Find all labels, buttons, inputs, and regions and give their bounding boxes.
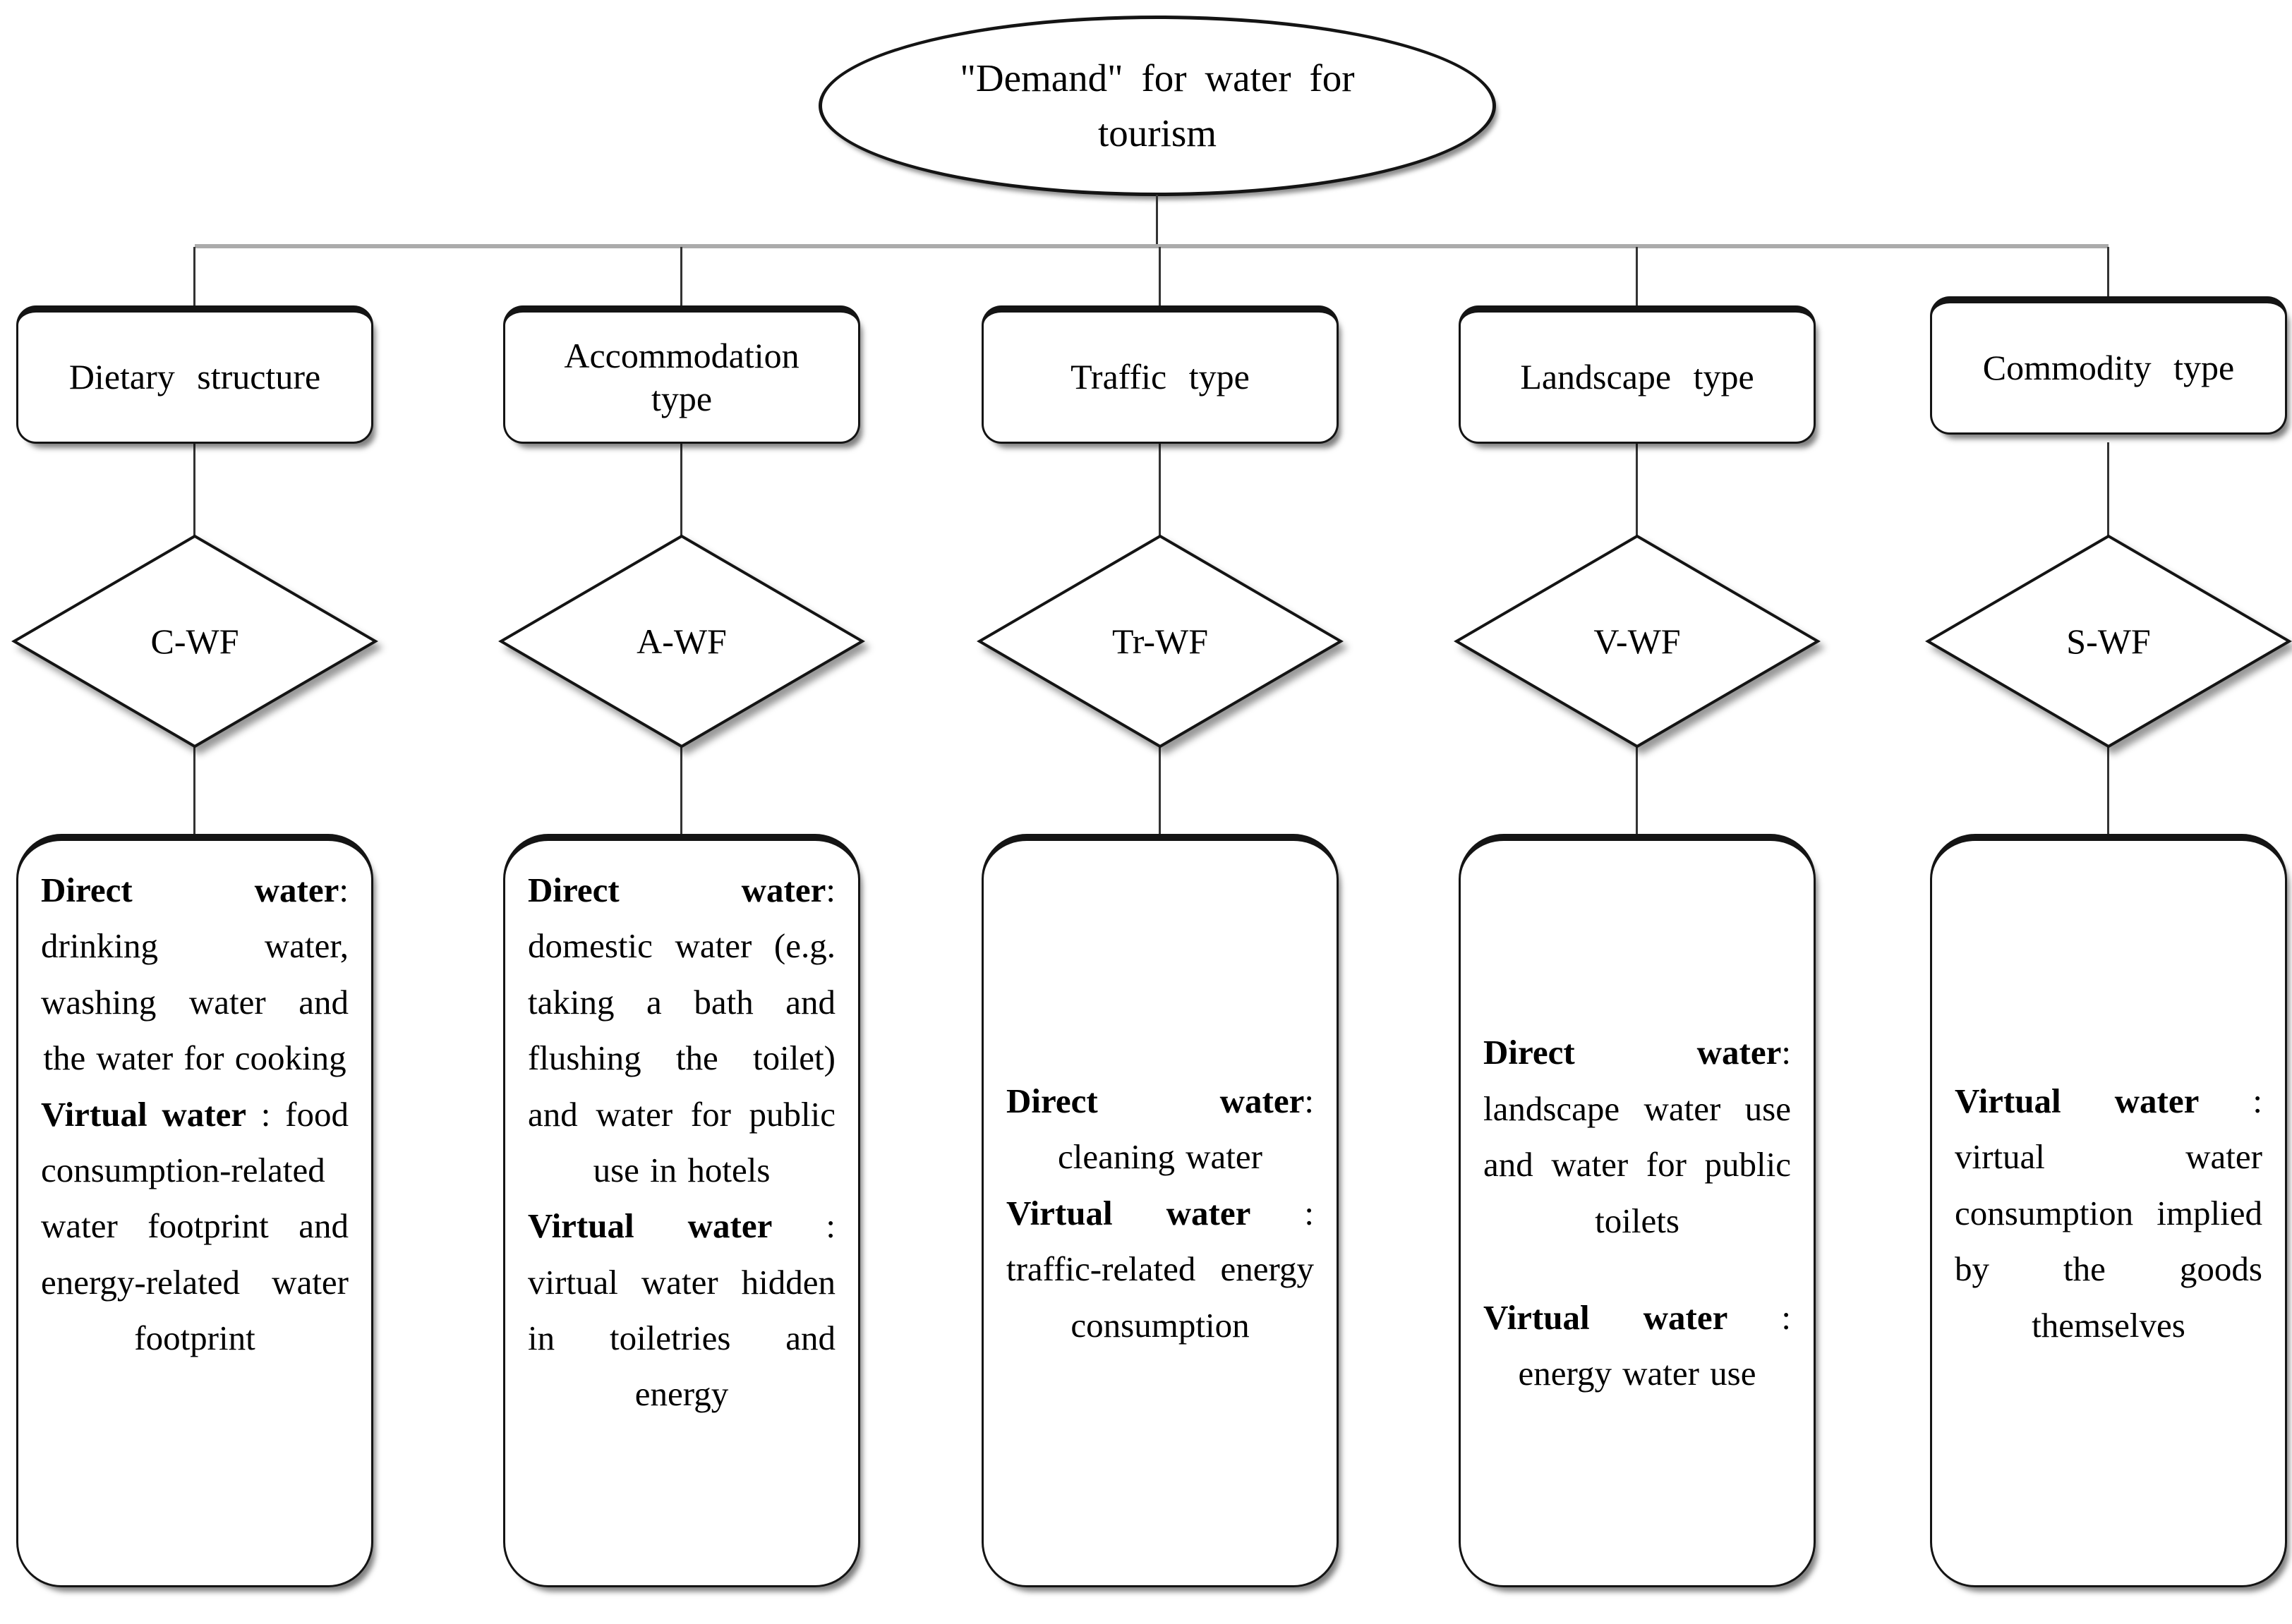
virtual-water-label: Virtual water [1955, 1081, 2200, 1121]
diamond-shape-icon [11, 534, 378, 749]
entry-virtual-traffic: Virtual water : traffic-related energy c… [1006, 1185, 1314, 1353]
diamond-shape-icon [498, 534, 865, 749]
diamond-label-awf: A-WF [637, 622, 727, 661]
wf-diamond-trwf: Tr-WF [977, 533, 1344, 749]
diamond-label-vwf: V-WF [1593, 622, 1681, 661]
direct-water-label: Direct water [41, 871, 339, 909]
connector-drop-landscape [1636, 247, 1638, 307]
category-box-commodity: Commodity type [1930, 296, 2287, 435]
category-box-dietary: Dietary structure [16, 305, 373, 444]
virtual-water-label: Virtual water [1483, 1297, 1728, 1337]
root-label: "Demand" for water for tourism [960, 56, 1355, 154]
virtual-water-text: : traffic-related energy consumption [1006, 1193, 1314, 1345]
diamond-shape-icon [1454, 534, 1821, 749]
category-label-dietary: Dietary structure [68, 357, 321, 396]
connector-drop-accommodation [680, 247, 682, 307]
direct-water-text: : cleaning water [1058, 1081, 1314, 1177]
diamond-shape-icon [1925, 534, 2292, 749]
entry-direct-dietary: Direct water: drinking water, washing wa… [41, 862, 349, 1086]
category-label-commodity: Commodity type [1982, 348, 2235, 387]
direct-water-label: Direct water [1483, 1033, 1782, 1072]
connector-rect-diamond-dietary [193, 442, 195, 535]
connector-drop-commodity [2107, 247, 2109, 307]
wf-diamond-swf: S-WF [1925, 533, 2292, 749]
entry-virtual-landscape: Virtual water : energy water use [1483, 1290, 1791, 1402]
connector-drop-traffic [1159, 247, 1161, 307]
connector-horizontal-bus [195, 244, 2109, 248]
wf-diamond-awf: A-WF [498, 533, 865, 749]
category-label-landscape: Landscape type [1520, 357, 1754, 396]
direct-water-text: : drinking water, washing water and the … [41, 871, 349, 1078]
connector-drop-dietary [193, 247, 195, 307]
diamond-label-cwf: C-WF [150, 622, 239, 661]
detail-box-landscape: Direct water: landscape water use and wa… [1459, 834, 1816, 1587]
virtual-water-text: : virtual water consumption implied by t… [1955, 1081, 2262, 1345]
virtual-water-text: : food consumption-related water footpri… [41, 1094, 349, 1358]
diamond-label-swf: S-WF [2066, 622, 2151, 661]
wf-diamond-vwf: V-WF [1454, 533, 1821, 749]
diamond-label-trwf: Tr-WF [1111, 622, 1209, 661]
category-label-traffic: Traffic type [1070, 357, 1250, 396]
detail-box-accommodation: Direct water: domestic water (e.g. takin… [503, 834, 860, 1587]
entry-virtual-dietary: Virtual water : food consumption-related… [41, 1086, 349, 1367]
category-box-landscape: Landscape type [1459, 305, 1816, 444]
virtual-water-text: : energy water use [1518, 1297, 1791, 1393]
diamond-shape-icon [977, 534, 1344, 749]
wf-diamond-cwf: C-WF [11, 533, 378, 749]
direct-water-text: : domestic water (e.g. taking a bath and… [528, 871, 836, 1189]
category-box-traffic: Traffic type [982, 305, 1339, 444]
connector-rect-diamond-commodity [2107, 442, 2109, 535]
virtual-water-label: Virtual water [1006, 1193, 1251, 1232]
direct-water-label: Direct water [528, 871, 826, 909]
detail-box-traffic: Direct water: cleaning water Virtual wat… [982, 834, 1339, 1587]
category-label-accommodation: Accommodation type [564, 335, 800, 418]
direct-water-label: Direct water [1006, 1081, 1305, 1121]
direct-water-text: : landscape water use and water for publ… [1483, 1033, 1791, 1240]
category-box-accommodation: Accommodation type [503, 305, 860, 444]
connector-diamond-box-landscape [1636, 746, 1638, 834]
virtual-water-label: Virtual water [41, 1094, 247, 1134]
root-ellipse: "Demand" for water for tourism [819, 16, 1496, 196]
connector-diamond-box-commodity [2107, 746, 2109, 834]
entry-direct-traffic: Direct water: cleaning water [1006, 1073, 1314, 1185]
virtual-water-text: : virtual water hidden in toiletries and… [528, 1206, 836, 1414]
connector-root-stub [1156, 195, 1158, 246]
detail-box-dietary: Direct water: drinking water, washing wa… [16, 834, 373, 1587]
connector-diamond-box-dietary [193, 746, 195, 834]
connector-diamond-box-traffic [1159, 746, 1161, 834]
entry-direct-landscape: Direct water: landscape water use and wa… [1483, 1024, 1791, 1249]
entry-virtual-commodity: Virtual water : virtual water consumptio… [1955, 1073, 2262, 1353]
entry-direct-accommodation: Direct water: domestic water (e.g. takin… [528, 862, 836, 1198]
entry-virtual-accommodation: Virtual water : virtual water hidden in … [528, 1198, 836, 1422]
connector-rect-diamond-landscape [1636, 442, 1638, 535]
connector-rect-diamond-accommodation [680, 442, 682, 535]
detail-box-commodity: Virtual water : virtual water consumptio… [1930, 834, 2287, 1587]
connector-rect-diamond-traffic [1159, 442, 1161, 535]
virtual-water-label: Virtual water [528, 1206, 773, 1246]
connector-diamond-box-accommodation [680, 746, 682, 834]
